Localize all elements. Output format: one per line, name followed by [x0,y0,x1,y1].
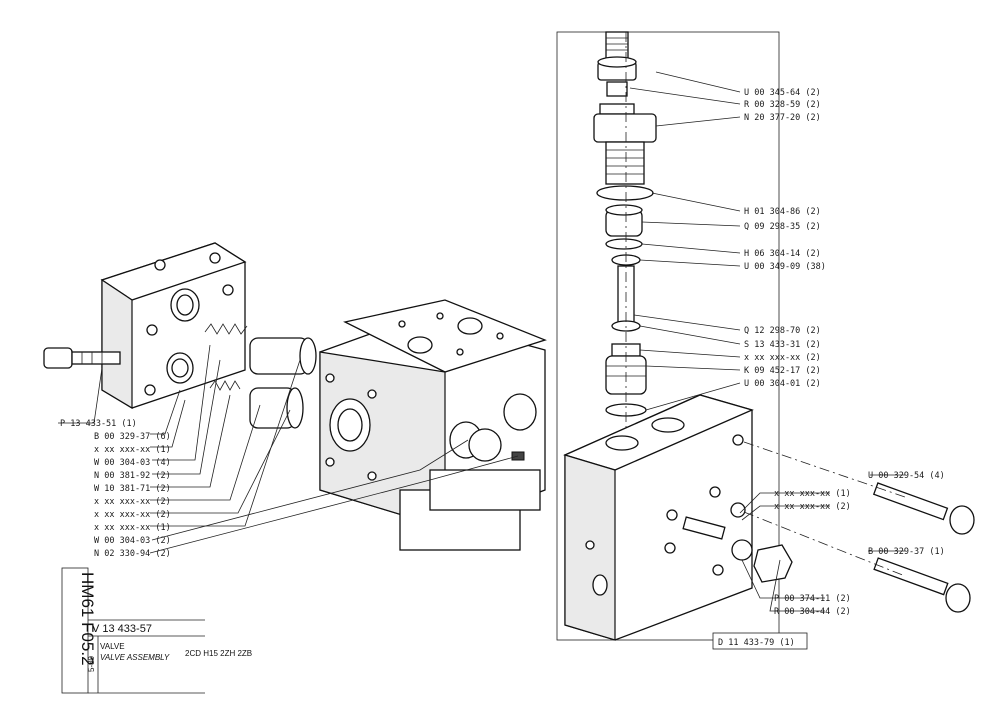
sheet-code: HM61 F05.2 [78,572,97,666]
subassembly-boundary [556,31,780,641]
callout-label: R 00 328-59 (2) [744,100,821,110]
callout-label: x xx xxx-xx (2) [94,497,171,507]
callout-label: P 00 374-11 (2) [774,594,851,604]
valve-body [319,299,547,551]
title-block: HM61 F05.2 5-80 V 13 433-57 VALVE VALVE … [61,567,252,694]
part-number: V 13 433-57 [92,623,152,635]
callout-label: B 00 329-37 (1) [868,547,945,557]
subassembly-label: D 11 433-79 (1) [718,638,795,648]
callout-label: x xx xxx-xx (1) [774,489,851,499]
assembly-name-en: VALVE ASSEMBLY [100,653,170,662]
pistons [249,337,317,429]
callout-label: x xx xxx-xx (1) [94,523,171,533]
callout-label: K 09 452-17 (2) [744,366,821,376]
callout-label: N 02 330-94 (2) [94,549,171,559]
callout-label: W 00 304-03 (2) [94,536,171,546]
subassembly-label-box: D 11 433-79 (1) [712,632,808,650]
cartridge-stack [593,31,657,440]
callout-label: U 00 329-54 (4) [868,471,945,481]
callout-label: U 00 349-09 (38) [744,262,826,272]
callout-label: x xx xxx-xx (2) [94,510,171,520]
callout-label: U 00 304-01 (2) [744,379,821,389]
left-bolt [43,347,121,369]
callout-label: S 13 433-31 (2) [744,340,821,350]
screw-callout-labels: U 00 329-54 (4) B 00 329-37 (1) [868,471,945,557]
callout-label: W 10 381-71 (2) [94,484,171,494]
socket-screws [872,482,975,613]
callout-label: Q 12 298-70 (2) [744,326,821,336]
callout-label: B 00 329-37 (6) [94,432,171,442]
block-callout-labels: x xx xxx-xx (1) x xx xxx-xx (2) P 00 374… [774,489,851,617]
callout-label: N 00 381-92 (2) [94,471,171,481]
springs [204,323,248,391]
callout-label: x xx xxx-xx (2) [774,502,851,512]
right-callout-labels: U 00 345-64 (2) R 00 328-59 (2) N 20 377… [744,88,826,389]
callout-label: x xx xxx-xx (1) [94,445,171,455]
cover-plate [100,242,247,410]
callout-label: R 00 304-44 (2) [774,607,851,617]
leader-lines [58,71,906,612]
callout-label: P 13 433-51 (1) [60,419,137,429]
callout-label: U 00 345-64 (2) [744,88,821,98]
date-code: 5-80 [87,655,96,672]
left-callout-labels: P 13 433-51 (1) B 00 329-37 (6) x xx xxx… [60,419,171,559]
model-list: 2CD H15 2ZH 2ZB [185,649,252,658]
callout-label: H 01 304-86 (2) [744,207,821,217]
callout-label: N 20 377-20 (2) [744,113,821,123]
assembly-name: VALVE [100,642,125,651]
lower-block [563,394,793,641]
callout-label: H 06 304-14 (2) [744,249,821,259]
callout-label: x xx xxx-xx (2) [744,353,821,363]
callout-label: W 00 304-03 (4) [94,458,171,468]
callout-label: Q 09 298-35 (2) [744,222,821,232]
